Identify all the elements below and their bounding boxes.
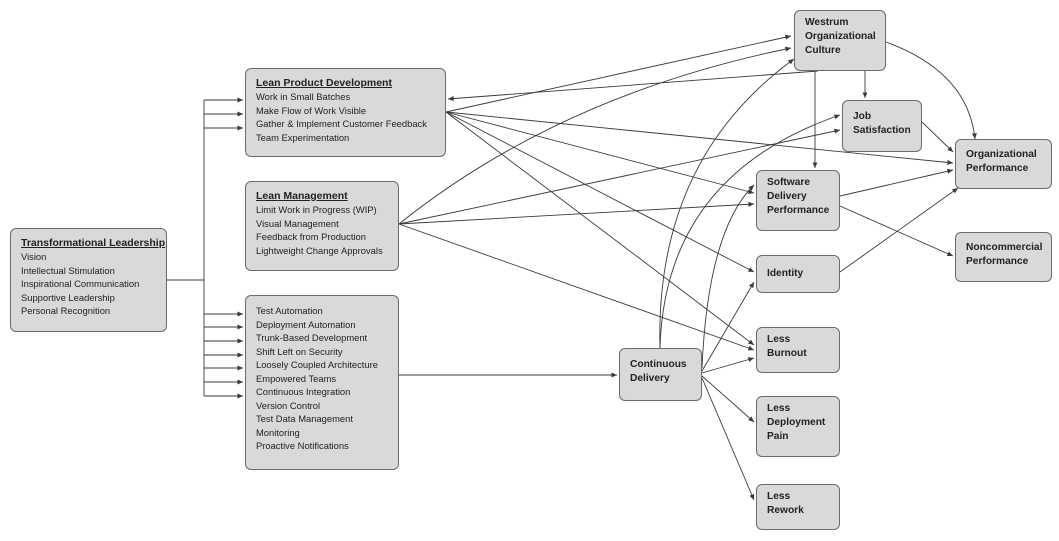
noncommercial-performance-label: Noncommercial Performance — [966, 242, 1043, 267]
less-rework-node: Less Rework — [756, 484, 840, 530]
list-item: Test Automation — [256, 305, 323, 316]
list-item: Team Experimentation — [256, 131, 350, 143]
westrum-culture-label: Westrum Organizational Culture — [805, 17, 876, 56]
job-satisfaction-to-org-performance-arrow — [921, 121, 954, 153]
westrum-to-lpd-arrow — [447, 70, 819, 102]
less-burnout-node: Less Burnout — [756, 327, 840, 373]
less-burnout-label: Less Burnout — [767, 334, 807, 359]
cd-to-less-burnout-arrow — [701, 357, 755, 374]
list-item: Trunk-Based Development — [256, 332, 368, 343]
cd-to-less-deployment-pain-arrow — [701, 375, 755, 423]
organizational-performance-node: Organizational Performance — [955, 139, 1052, 189]
software-delivery-performance-node: Software Delivery Performance — [756, 170, 840, 231]
list-item: Work in Small Batches — [256, 91, 351, 102]
identity-to-org-performance-arrow — [839, 187, 959, 273]
identity-node: Identity — [756, 255, 840, 293]
lpd-to-software-delivery-arrow — [445, 111, 755, 194]
lpd-to-westrum-arrow — [445, 34, 792, 113]
list-item: Shift Left on Security — [256, 345, 343, 357]
list-item: Version Control — [256, 399, 321, 411]
job-satisfaction-node: Job Satisfaction — [842, 100, 922, 152]
cd-to-westrum-arrow — [659, 58, 795, 349]
transformational-leadership-list: Vision Intellectual Stimulation Inspirat… — [21, 250, 156, 318]
list-item: Monitoring — [256, 426, 300, 438]
lm-to-westrum-arrow — [398, 46, 792, 225]
lean-management-title: Lean Management — [256, 190, 348, 202]
less-deployment-pain-label: Less Deployment Pain — [767, 403, 826, 442]
continuous-delivery-label: Continuous Delivery — [630, 359, 687, 384]
less-rework-label: Less Rework — [767, 491, 804, 516]
technical-practices-list: Test Automation Deployment Automation Tr… — [256, 304, 388, 453]
list-item: Limit Work in Progress (WIP) — [256, 204, 377, 215]
westrum-to-org-performance-arrow — [885, 41, 977, 140]
transformational-leadership-box: Transformational Leadership Vision Intel… — [10, 228, 167, 332]
list-item: Vision — [21, 251, 47, 262]
lean-product-development-title: Lean Product Development — [256, 77, 392, 89]
list-item: Supportive Leadership — [21, 291, 115, 303]
list-item: Make Flow of Work Visible — [256, 104, 367, 116]
lean-product-development-box: Lean Product Development Work in Small B… — [245, 68, 446, 157]
westrum-culture-node: Westrum Organizational Culture — [794, 10, 886, 71]
organizational-performance-label: Organizational Performance — [966, 149, 1037, 174]
list-item: Feedback from Production — [256, 231, 366, 242]
identity-label: Identity — [767, 268, 804, 279]
lpd-to-org-performance-arrow — [445, 111, 954, 165]
list-item: Proactive Notifications — [256, 440, 349, 451]
continuous-delivery-node: Continuous Delivery — [619, 348, 702, 401]
cd-to-job-satisfaction-arrow — [659, 114, 841, 349]
technical-practices-box: Test Automation Deployment Automation Tr… — [245, 295, 399, 470]
cd-to-less-rework-arrow — [701, 377, 755, 501]
noncommercial-performance-node: Noncommercial Performance — [955, 232, 1052, 282]
job-satisfaction-label: Job Satisfaction — [853, 111, 911, 136]
lm-to-job-satisfaction-arrow — [398, 128, 841, 225]
transformational-leadership-title: Transformational Leadership — [21, 237, 166, 249]
list-item: Continuous Integration — [256, 386, 351, 397]
lean-management-list: Limit Work in Progress (WIP) Visual Mana… — [256, 203, 388, 257]
lpd-to-identity-arrow — [445, 111, 755, 273]
less-deployment-pain-node: Less Deployment Pain — [756, 396, 840, 457]
software-delivery-performance-label: Software Delivery Performance — [767, 177, 830, 216]
lean-product-development-list: Work in Small Batches Make Flow of Work … — [256, 90, 435, 144]
list-item: Test Data Management — [256, 413, 353, 424]
list-item: Lightweight Change Approvals — [256, 244, 383, 256]
lean-management-box: Lean Management Limit Work in Progress (… — [245, 181, 399, 271]
software-delivery-to-org-performance-arrow — [839, 168, 954, 197]
software-delivery-to-noncommercial-arrow — [839, 205, 954, 257]
list-item: Loosely Coupled Architecture — [256, 359, 378, 370]
tl-connector-line — [167, 100, 205, 396]
list-item: Deployment Automation — [256, 318, 356, 330]
lm-to-software-delivery-arrow — [398, 201, 755, 225]
list-item: Gather & Implement Customer Feedback — [256, 118, 427, 129]
list-item: Empowered Teams — [256, 372, 337, 384]
cd-to-identity-arrow — [701, 281, 755, 372]
list-item: Personal Recognition — [21, 305, 111, 316]
list-item: Inspirational Communication — [21, 278, 140, 289]
lm-to-less-burnout-arrow — [398, 223, 755, 351]
cd-to-software-delivery-arrow — [701, 184, 755, 369]
list-item: Intellectual Stimulation — [21, 264, 115, 276]
lpd-to-less-burnout-arrow — [445, 111, 755, 346]
list-item: Visual Management — [256, 217, 339, 229]
